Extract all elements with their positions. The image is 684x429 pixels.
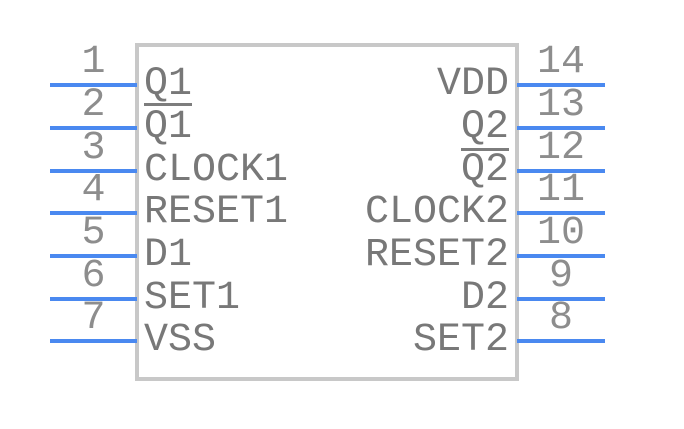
pin-14-number: 14 — [536, 40, 585, 85]
pin-13-label: Q2 — [460, 105, 509, 150]
pin-12-line — [517, 169, 605, 173]
pin-2-number: 2 — [81, 83, 106, 128]
pin-8-number: 8 — [548, 296, 573, 341]
pin-4-label: RESET1 — [144, 190, 289, 235]
pin-11-number: 11 — [536, 168, 585, 213]
pin-5-line — [50, 254, 137, 258]
pin-13-line — [517, 126, 605, 130]
pin-9-number: 9 — [548, 254, 573, 299]
pin-4-line — [50, 211, 137, 215]
pin-8-label: SET2 — [412, 318, 509, 363]
pin-3-label: CLOCK1 — [144, 148, 289, 193]
pin-7-label: VSS — [144, 318, 217, 363]
pin-11-line — [517, 211, 605, 215]
pin-11-label: CLOCK2 — [364, 190, 509, 235]
component-body-outline — [135, 43, 519, 381]
pin-6-number: 6 — [81, 254, 106, 299]
pin-13-inverted-bar — [461, 148, 509, 151]
pin-5-number: 5 — [81, 211, 106, 256]
pin-13-number: 13 — [536, 83, 585, 128]
pin-10-line — [517, 254, 605, 258]
pin-3-number: 3 — [81, 126, 106, 171]
pin-2-line — [50, 126, 137, 130]
pin-6-label: SET1 — [144, 276, 241, 321]
pin-7-number: 7 — [81, 296, 106, 341]
pin-9-label: D2 — [460, 276, 509, 321]
pin-1-label: Q1 — [144, 62, 193, 107]
pin-14-line — [517, 83, 605, 87]
pin-1-line — [50, 83, 137, 87]
pin-6-line — [50, 297, 137, 301]
pin-10-label: RESET2 — [364, 233, 509, 278]
pin-4-number: 4 — [81, 168, 106, 213]
pin-5-label: D1 — [144, 233, 193, 278]
pin-7-line — [50, 339, 137, 343]
pin-8-line — [517, 339, 605, 343]
pin-12-label: Q2 — [460, 148, 509, 193]
pin-2-label: Q1 — [144, 105, 193, 150]
pin-1-number: 1 — [81, 40, 106, 85]
pin-14-label: VDD — [436, 62, 509, 107]
pin-9-line — [517, 297, 605, 301]
pin-3-line — [50, 169, 137, 173]
pin-10-number: 10 — [536, 211, 585, 256]
pin-1-inverted-bar — [144, 103, 192, 106]
pin-12-number: 12 — [536, 126, 585, 171]
